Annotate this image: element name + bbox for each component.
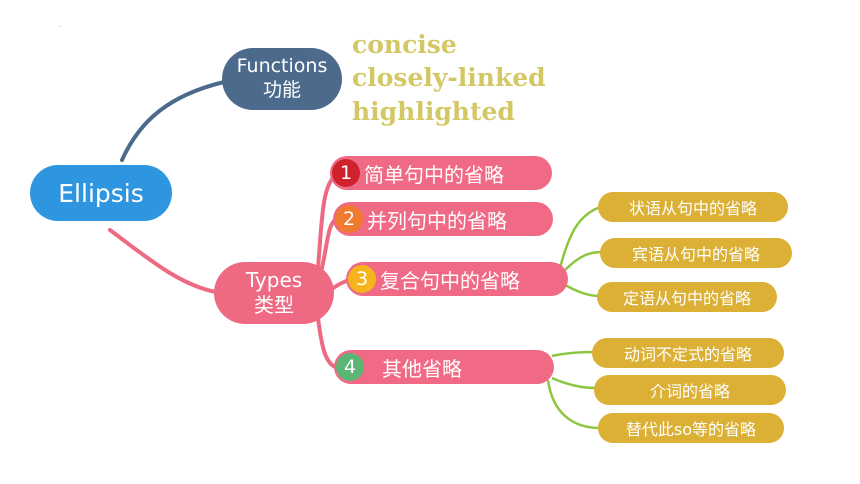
link-cat4-sub3 — [546, 379, 601, 430]
badge-4: 4 — [336, 353, 364, 381]
category-1-label: 简单句中的省略 — [364, 162, 504, 187]
link-cat4-sub1 — [551, 350, 595, 358]
root-node[interactable]: Ellipsis — [30, 165, 172, 221]
category-3[interactable]: 3 复合句中的省略 — [346, 262, 568, 296]
types-node[interactable]: Types 类型 — [214, 262, 334, 324]
category-4[interactable]: 4 其他省略 — [334, 350, 554, 384]
subnode-preposition-label: 介词的省略 — [649, 382, 730, 401]
root-label: Ellipsis — [58, 178, 144, 208]
badge-1: 1 — [332, 159, 360, 187]
subnode-infinitive[interactable]: 动词不定式的省略 — [592, 338, 784, 368]
category-1[interactable]: 1 简单句中的省略 — [330, 156, 552, 190]
subnode-object-clause-label: 宾语从句中的省略 — [631, 245, 760, 264]
category-2[interactable]: 2 并列句中的省略 — [333, 202, 553, 236]
link-cat3-sub3 — [564, 283, 601, 298]
link-root-functions — [120, 80, 226, 162]
category-2-label: 并列句中的省略 — [367, 208, 507, 233]
keyword-concise: concise — [352, 30, 457, 59]
link-cat4-sub2 — [551, 376, 597, 390]
functions-node[interactable]: Functions 功能 — [222, 48, 342, 110]
functions-label-en: Functions — [236, 55, 328, 78]
subnode-adverbial-clause[interactable]: 状语从句中的省略 — [598, 192, 788, 222]
subnode-substitute-so[interactable]: 替代此so等的省略 — [598, 413, 784, 443]
link-cat3-sub1 — [558, 205, 601, 269]
subnode-adverbial-clause-label: 状语从句中的省略 — [628, 199, 757, 218]
subnode-substitute-so-label: 替代此so等的省略 — [625, 420, 757, 439]
badge-2: 2 — [335, 205, 363, 233]
link-root-types — [108, 228, 218, 294]
badge-3: 3 — [348, 265, 376, 293]
keyword-highlighted: highlighted — [352, 97, 515, 126]
subnode-infinitive-label: 动词不定式的省略 — [623, 345, 752, 364]
category-3-label: 复合句中的省略 — [380, 268, 520, 293]
subnode-object-clause[interactable]: 宾语从句中的省略 — [600, 238, 792, 268]
keyword-closely-linked: closely-linked — [352, 63, 546, 92]
link-cat3-sub2 — [564, 250, 603, 271]
stray-dot: . — [59, 22, 61, 29]
subnode-attributive-clause[interactable]: 定语从句中的省略 — [597, 282, 777, 312]
subnode-preposition[interactable]: 介词的省略 — [594, 375, 786, 405]
category-4-label: 其他省略 — [382, 356, 462, 381]
types-label-zh: 类型 — [254, 293, 294, 317]
types-label-en: Types — [245, 268, 303, 292]
functions-label-zh: 功能 — [262, 79, 301, 101]
subnode-attributive-clause-label: 定语从句中的省略 — [622, 289, 751, 308]
